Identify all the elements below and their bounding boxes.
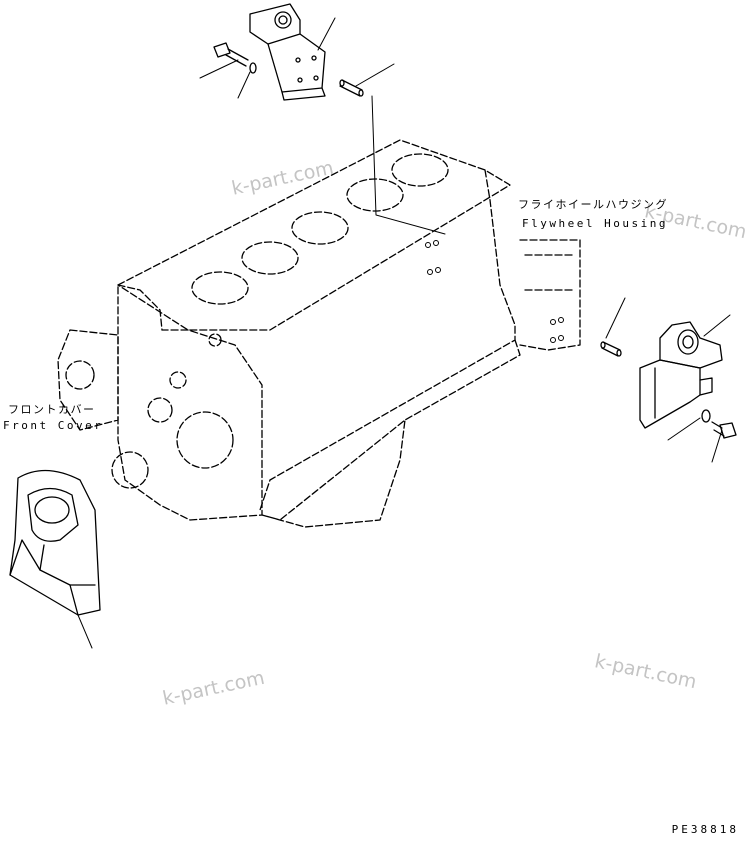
right-bolt	[712, 422, 736, 438]
right-engine-bracket	[640, 322, 722, 428]
leader-lines	[78, 18, 730, 648]
front-cover-label-jp: フロントカバー	[8, 403, 96, 416]
drawing-code: PE38818	[671, 823, 739, 836]
top-bolt	[214, 43, 248, 66]
front-engine-bracket	[10, 470, 100, 615]
top-engine-bracket	[250, 4, 325, 100]
right-dowel-pin	[601, 342, 621, 356]
cylinder-block	[58, 140, 580, 527]
flywheel-housing-label-en: Flywheel Housing	[522, 217, 668, 230]
top-dowel-pin	[340, 80, 363, 96]
right-washer	[702, 410, 710, 422]
flywheel-housing-label-jp: フライホイールハウジング	[518, 198, 668, 211]
top-washer	[250, 63, 256, 73]
block-bolt-holes	[426, 241, 564, 343]
front-cover-label-en: Front Cover	[3, 419, 104, 432]
